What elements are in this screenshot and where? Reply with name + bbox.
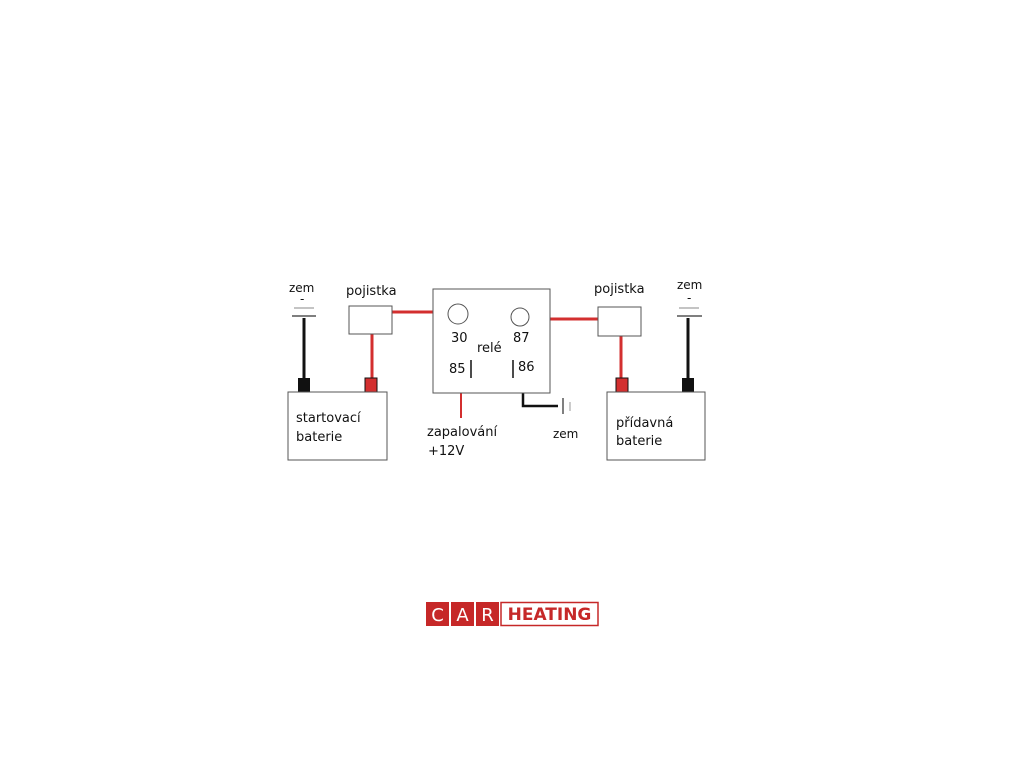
relay-pin-85-label: 85 [449, 362, 466, 377]
logo-letter-box-r [476, 602, 499, 626]
fuse-right-label: pojistka [594, 282, 645, 297]
relay-pin-87-terminal [510, 307, 530, 327]
ignition-label-line2: +12V [428, 444, 464, 459]
battery-left-label-line1: startovací [296, 411, 361, 426]
battery-right-terminal-positive [615, 377, 629, 394]
carheating-logo: C A R HEATING [426, 601, 599, 627]
battery-left [287, 391, 388, 461]
ground-left-sign: - [300, 292, 304, 306]
logo-word-box [500, 601, 599, 627]
logo-letter-c: C [431, 605, 444, 626]
relay-label: relé [477, 341, 502, 356]
relay-pin-30-terminal [447, 303, 469, 325]
logo-letter-a: A [456, 605, 469, 626]
relay-pin-86-label: 86 [518, 360, 535, 375]
battery-right-terminal-negative [682, 378, 694, 393]
fuse-right [597, 306, 642, 337]
battery-right-label-line1: přídavná [616, 416, 673, 431]
battery-right-label-line2: baterie [616, 434, 662, 449]
ground-right-sign: - [687, 291, 691, 305]
ground-right-label: zem [677, 278, 702, 292]
ground-left-label: zem [289, 281, 314, 295]
ground-relay-label: zem [553, 427, 578, 441]
battery-left-label-line2: baterie [296, 430, 342, 445]
relay-pin-87-label: 87 [513, 331, 530, 346]
logo-letter-box-c [426, 602, 449, 626]
logo-letter-r: R [481, 605, 494, 626]
ignition-label-line1: zapalování [427, 425, 497, 440]
fuse-left [348, 305, 393, 335]
battery-left-terminal-positive [364, 377, 378, 394]
battery-right [606, 391, 706, 461]
fuse-left-label: pojistka [346, 284, 397, 299]
logo-word: HEATING [508, 605, 592, 625]
relay-pin-30-label: 30 [451, 331, 468, 346]
battery-left-terminal-negative [298, 378, 310, 393]
logo-letter-box-a [451, 602, 474, 626]
